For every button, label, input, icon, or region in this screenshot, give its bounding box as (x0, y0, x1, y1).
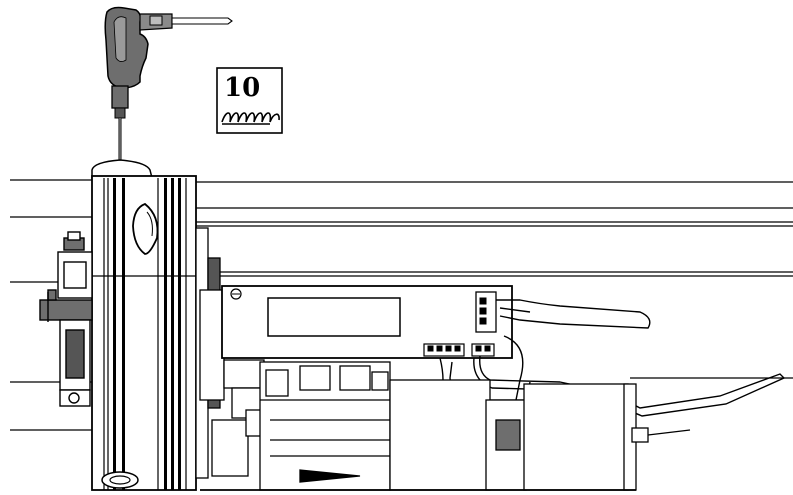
step-number: 10 (224, 73, 260, 103)
screwdriver-icon (104, 6, 233, 162)
motor-end-cap (91, 159, 197, 491)
gear-housing (195, 227, 249, 479)
shaft-lines (10, 179, 793, 431)
left-bracket (39, 231, 93, 407)
control-box (221, 285, 513, 359)
turns-coil-icon (221, 112, 280, 125)
step-badge: 10 (216, 67, 283, 134)
motor-body (200, 359, 691, 491)
